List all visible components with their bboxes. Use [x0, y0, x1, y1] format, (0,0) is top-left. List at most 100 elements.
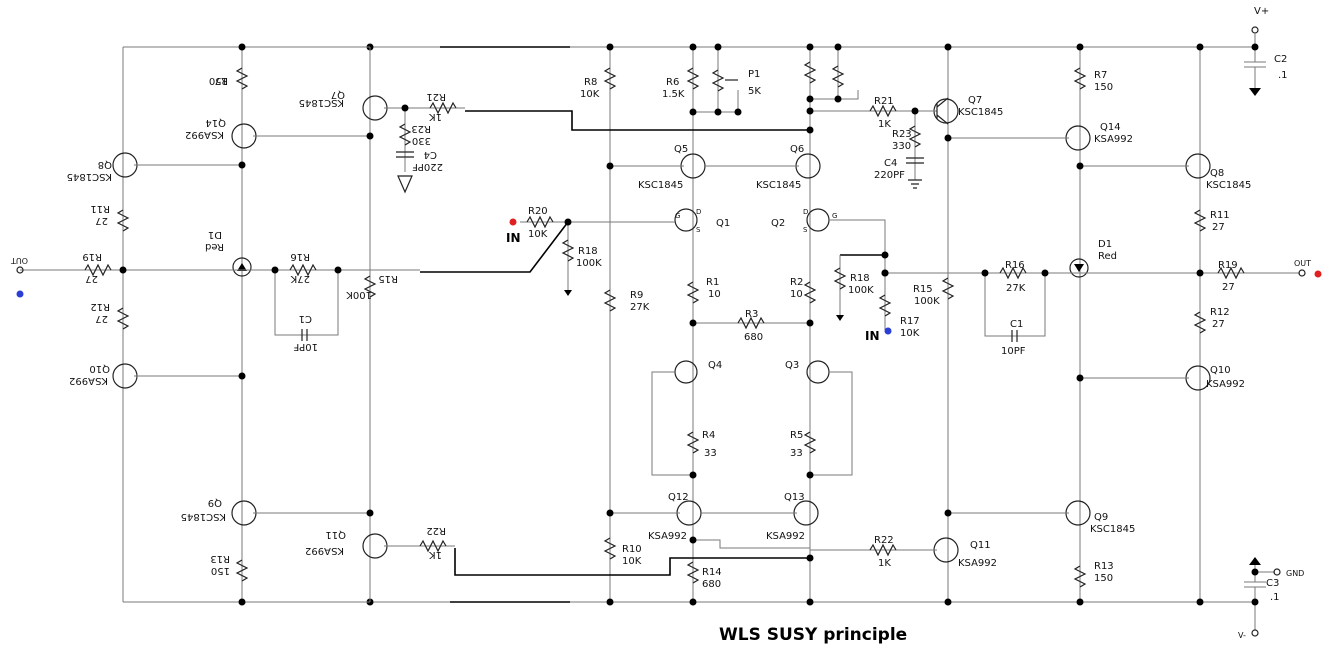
l-c1-name: C1 — [299, 313, 312, 324]
r17-resistor — [878, 294, 892, 317]
r23-resistor — [908, 125, 922, 148]
c2-name: C2 — [1274, 54, 1287, 65]
l-r16-resistor — [289, 263, 317, 277]
r20-resistor — [526, 215, 554, 229]
center-stage: R8 10K R9 27K R10 10K R6 1.5K P1 5K Q5 K… — [366, 43, 920, 606]
p1-name: P1 — [748, 69, 760, 80]
r5-resistor — [803, 431, 817, 454]
c2-capacitor — [1244, 33, 1266, 88]
l-d1-led-icon — [232, 257, 252, 277]
r5-name: R5 — [790, 430, 803, 441]
l-q7-name: Q7 — [331, 89, 345, 100]
q12-type: KSA992 — [648, 531, 687, 542]
r18a-value: 100K — [576, 258, 602, 269]
l-q8-transistor-icon — [112, 152, 138, 178]
bold-feedback-left — [420, 221, 569, 273]
q1-pin-s: S — [696, 226, 701, 234]
l-r13-resistor — [235, 559, 249, 582]
r18b-name: R18 — [850, 273, 870, 284]
r17-value: 10K — [900, 328, 920, 339]
l-r21-value: 1K — [429, 111, 442, 122]
l-r21-name: R21 — [426, 91, 446, 102]
l-q11-type: KSA992 — [305, 545, 344, 556]
l-q7-type: KSC1845 — [299, 97, 344, 108]
r18a-name: R18 — [578, 246, 598, 257]
l-r21-resistor — [429, 101, 457, 115]
right-half: V+ C2 .1 R7 150 Q7 KSC1845 R21 1K R23 33… — [810, 6, 1322, 640]
r10-name: R10 — [622, 544, 642, 555]
l-r19-value: 27 — [85, 273, 98, 284]
q6-transistor-icon — [795, 153, 821, 179]
r13-name: R13 — [1094, 561, 1114, 572]
c4-capacitor — [906, 157, 924, 164]
r21-name: R21 — [874, 96, 894, 107]
r2-resistor — [803, 281, 817, 304]
r2-value: 10 — [790, 289, 803, 300]
r4-resistor — [686, 431, 700, 454]
r12-name: R12 — [1210, 307, 1230, 318]
r1-name: R1 — [706, 277, 719, 288]
d1-led-triangle — [1074, 264, 1084, 272]
pot-right — [831, 65, 845, 88]
q13-name: Q13 — [784, 492, 805, 503]
r21-value: 1K — [878, 119, 891, 130]
r10-value: 10K — [622, 556, 642, 567]
r14-resistor — [686, 561, 700, 584]
l-r11-resistor — [116, 209, 130, 232]
l-r22-name: R22 — [426, 525, 446, 536]
r4-name: R4 — [702, 430, 715, 441]
out-right-marker — [1314, 270, 1322, 278]
r22-value: 1K — [878, 558, 891, 569]
r9-resistor — [603, 289, 617, 312]
left-junction-dots — [119, 43, 409, 606]
q4-jfet-icon — [674, 360, 698, 384]
q5-name: Q5 — [674, 144, 688, 155]
r16-resistor — [999, 266, 1027, 280]
l-r23-name: R23 — [411, 123, 431, 134]
q11-name: Q11 — [970, 540, 991, 551]
left-columns — [122, 47, 371, 602]
in-left-label: IN — [506, 231, 521, 245]
r12-value: 27 — [1212, 319, 1225, 330]
out-left-terminal — [16, 266, 24, 274]
q9-name: Q9 — [1094, 512, 1108, 523]
q10-type: KSA992 — [1206, 379, 1245, 390]
l-c4-value: 220PF — [412, 161, 443, 172]
in-right-marker — [884, 327, 892, 335]
c3-name: C3 — [1266, 578, 1279, 589]
r18b-ground-icon — [836, 315, 844, 321]
r18a-ground-icon — [564, 290, 572, 296]
left-half: R7 150 Q7 KSC1845 R21 1K R23 330 C4 220P… — [11, 43, 465, 606]
r6-name: R6 — [666, 77, 679, 88]
q7-leads — [936, 97, 949, 125]
l-r22-value: 1K — [429, 549, 442, 560]
ground-symbol — [1249, 88, 1261, 96]
r9-value: 27K — [630, 302, 650, 313]
r8-value: 10K — [580, 89, 600, 100]
gnd-terminal — [1273, 568, 1281, 576]
l-q9-type: KSC1845 — [181, 511, 226, 522]
c1-value: 10PF — [1001, 346, 1026, 357]
l-d1-value: Red — [205, 241, 224, 252]
q9-type: KSC1845 — [1090, 524, 1135, 535]
l-q11-transistor-icon — [362, 533, 388, 559]
q13-type: KSA992 — [766, 531, 805, 542]
r7-value: 150 — [1094, 82, 1113, 93]
c4-value: 220PF — [874, 170, 905, 181]
q11-transistor-icon — [933, 537, 959, 563]
r18b-resistor — [833, 267, 847, 290]
r1-resistor — [686, 281, 700, 304]
q14-type: KSA992 — [1094, 134, 1133, 145]
r11-value: 27 — [1212, 222, 1225, 233]
r20-value: 10K — [528, 229, 548, 240]
c3-value: .1 — [1270, 592, 1280, 603]
r20-name: R20 — [528, 206, 548, 217]
q13-transistor-icon — [793, 500, 819, 526]
q6-name: Q6 — [790, 144, 804, 155]
r13-value: 150 — [1094, 573, 1113, 584]
r12-resistor — [1193, 311, 1207, 334]
r5-value: 33 — [790, 448, 803, 459]
d1-name: D1 — [1098, 239, 1112, 250]
r15-value: 100K — [914, 296, 940, 307]
r21-resistor — [869, 104, 897, 118]
